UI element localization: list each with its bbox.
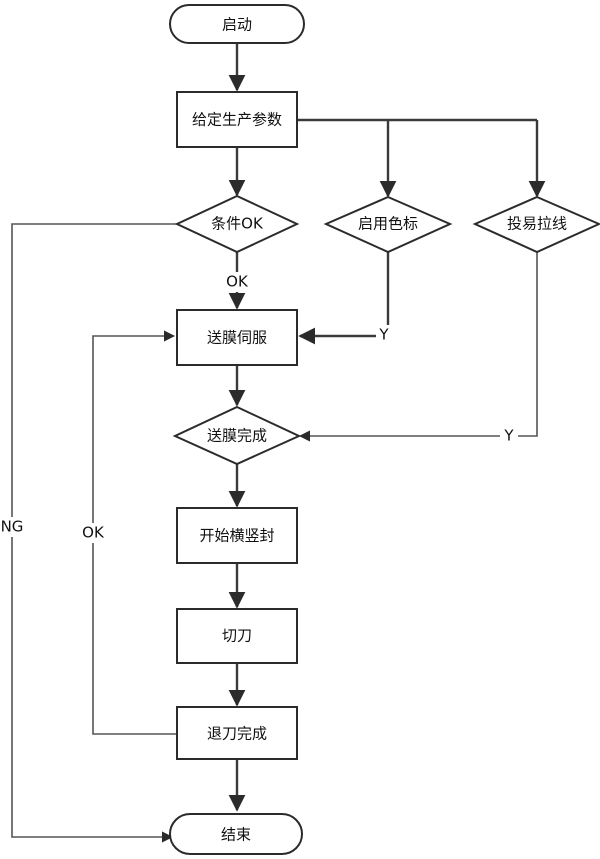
- node-cut-label: 切刀: [222, 627, 252, 645]
- node-condition-ok-label: 条件OK: [211, 215, 264, 233]
- edge-label-ng: NG: [1, 518, 24, 536]
- node-film-servo-label: 送膜伺服: [207, 329, 267, 347]
- node-retract-done-label: 退刀完成: [207, 725, 267, 743]
- node-film-done: 送膜完成: [172, 405, 302, 466]
- y-cast-label-bg: [500, 426, 518, 446]
- node-cut: 切刀: [176, 608, 298, 664]
- node-start: 启动: [169, 4, 305, 44]
- node-seal: 开始横竖封: [176, 507, 298, 564]
- node-retract-done: 退刀完成: [176, 706, 298, 760]
- edge-label-ok-loop: OK: [82, 524, 105, 542]
- node-seal-label: 开始横竖封: [199, 527, 274, 545]
- edge-label-ok-down: OK: [226, 273, 249, 291]
- arrow-cast-line-to-film-done: [298, 252, 538, 442]
- node-film-servo: 送膜伺服: [176, 309, 298, 366]
- node-end: 结束: [169, 813, 303, 855]
- node-cast-line: 投易拉线: [472, 195, 600, 254]
- ng-label-bg: [0, 517, 26, 537]
- node-film-done-label: 送膜完成: [207, 427, 267, 445]
- node-color-mark-label: 启用色标: [358, 215, 418, 233]
- node-end-label: 结束: [221, 826, 251, 844]
- node-color-mark: 启用色标: [323, 195, 453, 254]
- ok-loop-label-bg: [77, 523, 109, 543]
- y-color-label-bg: [376, 325, 392, 345]
- node-start-label: 启动: [222, 16, 252, 34]
- node-params-label: 给定生产参数: [192, 111, 282, 129]
- node-condition-ok: 条件OK: [174, 194, 300, 254]
- arrow-color-mark-to-film-servo: [298, 252, 390, 345]
- node-params: 给定生产参数: [176, 91, 298, 148]
- edge-label-y-cast: Y: [503, 427, 514, 445]
- ok-label-bg: [222, 272, 254, 292]
- node-cast-line-label: 投易拉线: [507, 215, 567, 233]
- edge-label-y-color: Y: [378, 326, 389, 344]
